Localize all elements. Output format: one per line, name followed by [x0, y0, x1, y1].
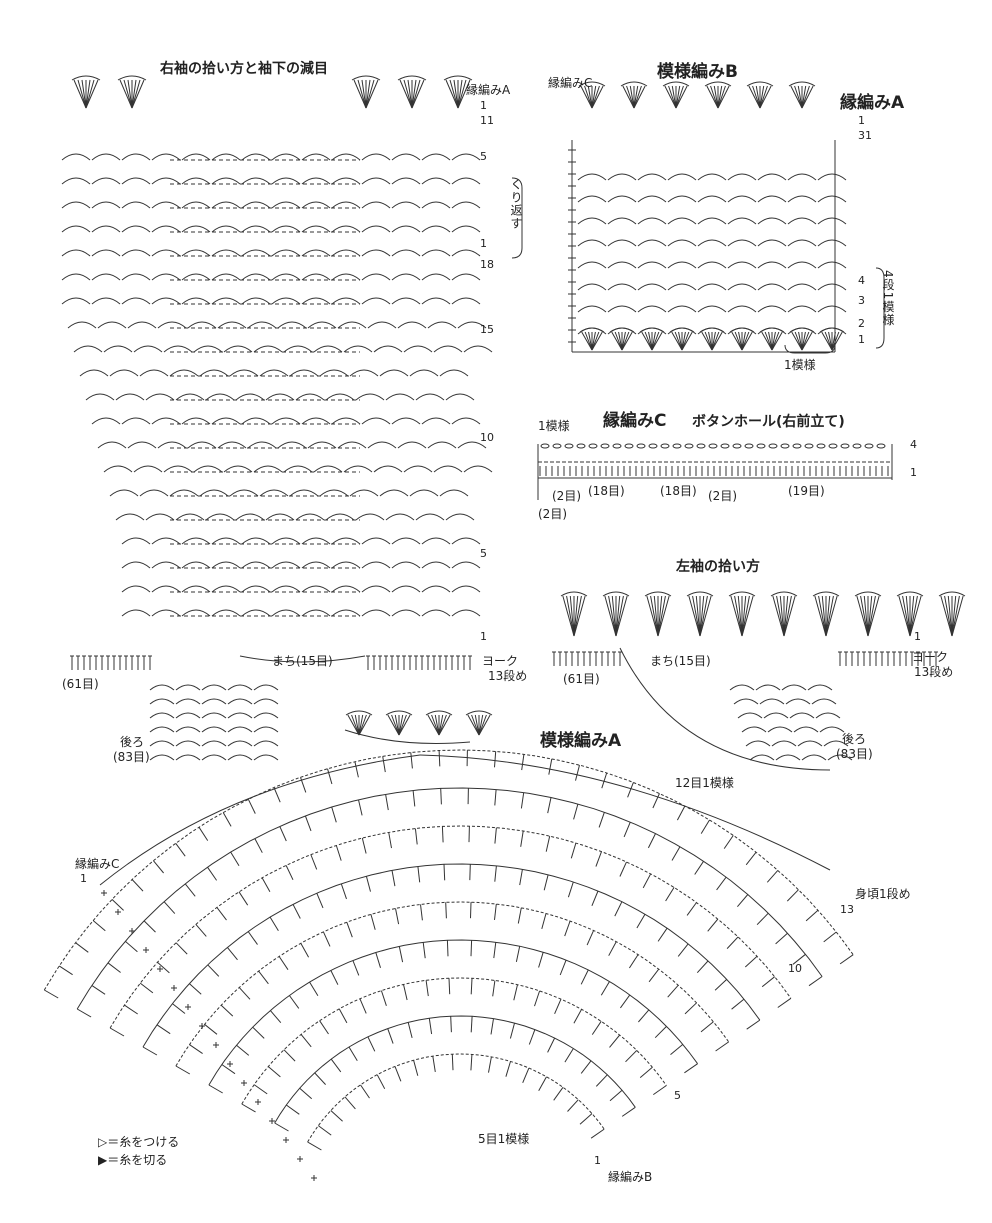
right-back-label: 後ろ [120, 735, 145, 749]
right-sleeve-stitch-rows [61, 75, 493, 761]
left-gusset-label: まち(15目) [650, 654, 711, 668]
left-back-count: (83目) [836, 747, 873, 761]
legend-cut: ▶＝糸を切る [98, 1153, 168, 1167]
buttonhole-title: ボタンホール(右前立て) [692, 414, 845, 430]
edge-a-title: 縁編みA [840, 93, 905, 113]
pattern-a-body-row: 身頃1段め [855, 887, 911, 901]
right-back-count: (83目) [113, 750, 150, 764]
left-sleeve-row-1: 1 [914, 630, 921, 643]
left-sleeve-title: 左袖の拾い方 [676, 559, 760, 575]
left-yoke-label: ヨーク [912, 650, 949, 664]
right-gusset-label: まち(15目) [272, 654, 333, 668]
right-sleeve-title: 右袖の拾い方と袖下の減目 [160, 61, 328, 77]
right-yoke-row: 13段め [488, 669, 528, 683]
legend: ▷＝糸をつける ▶＝糸を切る [98, 1133, 179, 1169]
right-sleeve-row-11: 11 [480, 114, 494, 127]
right-sleeve-row-5: 5 [480, 150, 487, 163]
right-sleeve-row-1: 1 [480, 99, 487, 112]
right-left-count: (61目) [62, 677, 99, 691]
pattern-a-row-13: 13 [840, 903, 854, 916]
pattern-a-row-5: 5 [674, 1089, 681, 1102]
buttonhole-count-18a: (18目) [588, 484, 625, 498]
repeat-label: くり返す [509, 178, 523, 230]
pattern-a-edge-b-row: 1 [594, 1154, 601, 1167]
right-sleeve-row-10: 10 [480, 431, 494, 444]
pattern-b-row-3: 3 [858, 294, 865, 307]
buttonhole-row-1: 1 [910, 466, 917, 479]
left-yoke-row: 13段め [914, 665, 954, 679]
edge-c-title: 縁編みC [603, 411, 667, 431]
buttonhole-count-18b: (18目) [660, 484, 697, 498]
pattern-b-stitch-rows [568, 81, 847, 351]
buttonhole-stitch-rows [538, 443, 890, 476]
pattern-b-row-1b: 1 [858, 333, 865, 346]
right-sleeve-row-5b: 5 [480, 547, 487, 560]
right-sleeve-row-1b: 1 [480, 237, 487, 250]
pattern-a-repeat-12: 12目1模様 [675, 776, 734, 790]
pattern-a-edge-b-label: 縁編みB [608, 1170, 653, 1184]
right-sleeve-row-1c: 1 [480, 630, 487, 643]
pattern-b-row-1: 1 [858, 114, 865, 127]
legend-attach: ▷＝糸をつける [98, 1135, 180, 1149]
buttonhole-one-motif: 1模様 [538, 419, 570, 433]
chart-outlines [99, 140, 893, 886]
right-sleeve-edge-a-label: 縁編みA [466, 83, 511, 97]
left-left-count: (61目) [563, 672, 600, 686]
buttonhole-count-2b: (2目) [708, 489, 737, 503]
buttonhole-row-4: 4 [910, 438, 917, 451]
buttonhole-count-2c: (2目) [538, 507, 567, 521]
pattern-a-yoke-fan [43, 749, 854, 1181]
pattern-b-title: 模様編みB [657, 62, 738, 82]
pattern-a-edge-c-row: 1 [80, 872, 87, 885]
buttonhole-count-2a: (2目) [552, 489, 581, 503]
pattern-a-row-10: 10 [788, 962, 802, 975]
right-sleeve-row-18: 18 [480, 258, 494, 271]
pattern-a-edge-c-label: 縁編みC [75, 857, 120, 871]
pattern-a-repeat-5: 5目1模様 [478, 1132, 530, 1146]
buttonhole-count-19: (19目) [788, 484, 825, 498]
right-sleeve-row-15: 15 [480, 323, 494, 336]
pattern-b-row-2: 2 [858, 317, 865, 330]
pattern-b-repeat-rows: 4段1模様 [881, 270, 895, 327]
pattern-b-row-4: 4 [858, 274, 865, 287]
pattern-b-one-motif: 1模様 [784, 358, 816, 372]
pattern-b-row-31: 31 [858, 129, 872, 142]
left-sleeve-stitch-rows [552, 591, 966, 761]
pattern-b-edge-c-label: 縁編みC [548, 76, 593, 90]
left-back-label: 後ろ [842, 732, 867, 746]
pattern-a-title: 模様編みA [540, 731, 622, 751]
right-yoke-label: ヨーク [482, 654, 519, 668]
